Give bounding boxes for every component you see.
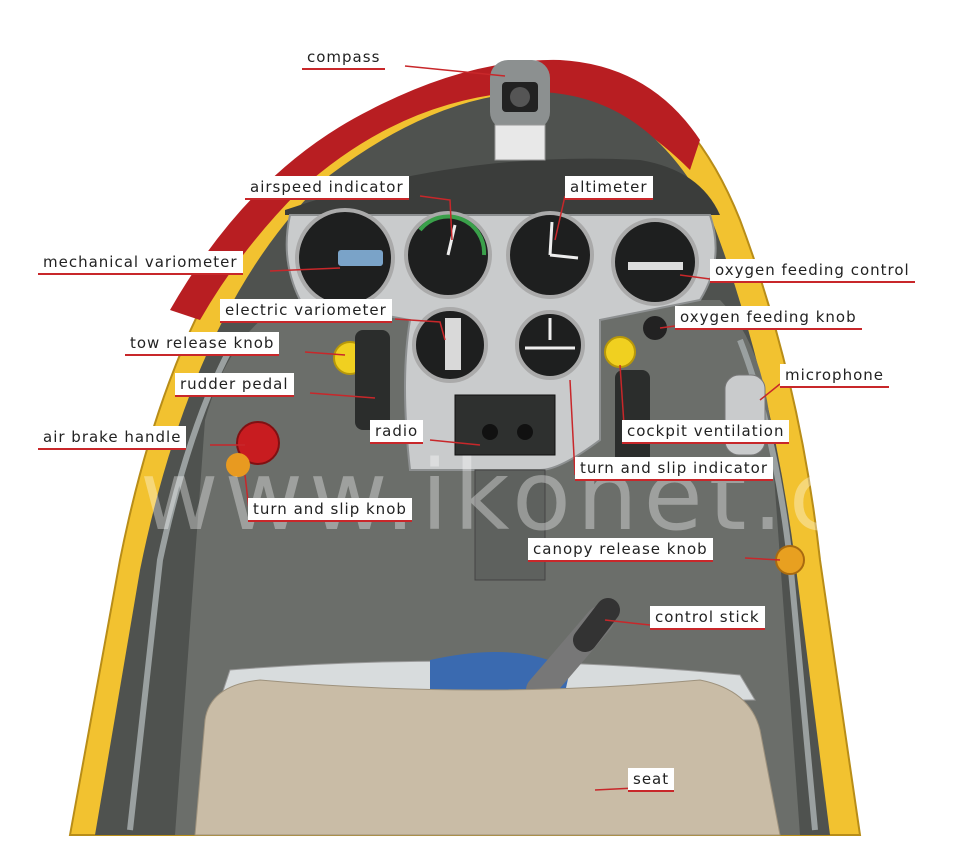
electric-variometer-gauge xyxy=(412,307,488,383)
label-electric-variometer: electric variometer xyxy=(220,299,392,323)
leader-turn-slip-ind xyxy=(569,379,576,476)
radio-unit xyxy=(454,394,556,456)
label-seat: seat xyxy=(628,768,675,792)
leader-control-stick xyxy=(604,619,651,626)
canopy-rail-left xyxy=(127,338,238,831)
label-air-brake-handle: air brake handle xyxy=(38,426,187,450)
leader-airspeed xyxy=(419,195,453,241)
leader-oxygen-control xyxy=(679,274,711,280)
glare-shield xyxy=(285,158,720,215)
label-turn-and-slip-indicator: turn and slip indicator xyxy=(575,457,774,481)
altimeter-gauge xyxy=(506,211,594,299)
control-stick-shape xyxy=(526,598,620,704)
leader-radio xyxy=(429,439,481,446)
label-microphone: microphone xyxy=(780,364,889,388)
leader-canopy xyxy=(744,557,781,561)
oxygen-feeding-knob-dial xyxy=(643,316,667,340)
compass-unit xyxy=(490,60,550,161)
leader-altimeter xyxy=(554,195,566,241)
label-oxygen-feeding-knob: oxygen feeding knob xyxy=(675,306,862,330)
label-oxygen-feeding-control: oxygen feeding control xyxy=(710,259,915,283)
seat-cushion xyxy=(194,679,781,836)
oxygen-feeding-control-gauge xyxy=(611,218,699,306)
label-radio: radio xyxy=(370,420,424,444)
leader-mech-vario xyxy=(269,267,341,272)
air-brake-handle-ball xyxy=(236,421,280,465)
label-control-stick: control stick xyxy=(650,606,765,630)
turn-and-slip-knob-ball xyxy=(226,453,250,477)
leader-rudder xyxy=(309,392,376,399)
leader-microphone xyxy=(759,383,781,401)
label-altimeter: altimeter xyxy=(565,176,653,200)
label-tow-release-knob: tow release knob xyxy=(125,332,280,356)
label-canopy-release-knob: canopy release knob xyxy=(528,538,713,562)
leader-electric-vario xyxy=(394,318,446,341)
label-compass: compass xyxy=(302,46,386,70)
mechanical-variometer-gauge xyxy=(295,208,395,308)
leader-oxygen-knob xyxy=(659,325,676,329)
label-cockpit-ventilation: cockpit ventilation xyxy=(622,420,790,444)
turn-and-slip-indicator-gauge xyxy=(515,310,585,380)
label-airspeed-indicator: airspeed indicator xyxy=(245,176,409,200)
label-mechanical-variometer: mechanical variometer xyxy=(38,251,243,275)
leader-compass xyxy=(404,65,506,77)
label-turn-and-slip-knob: turn and slip knob xyxy=(248,498,412,522)
rudder-pedal-left xyxy=(355,330,390,430)
label-rudder-pedal: rudder pedal xyxy=(175,373,294,397)
canopy-rail-right xyxy=(737,338,818,831)
leader-tow-release xyxy=(304,351,346,356)
